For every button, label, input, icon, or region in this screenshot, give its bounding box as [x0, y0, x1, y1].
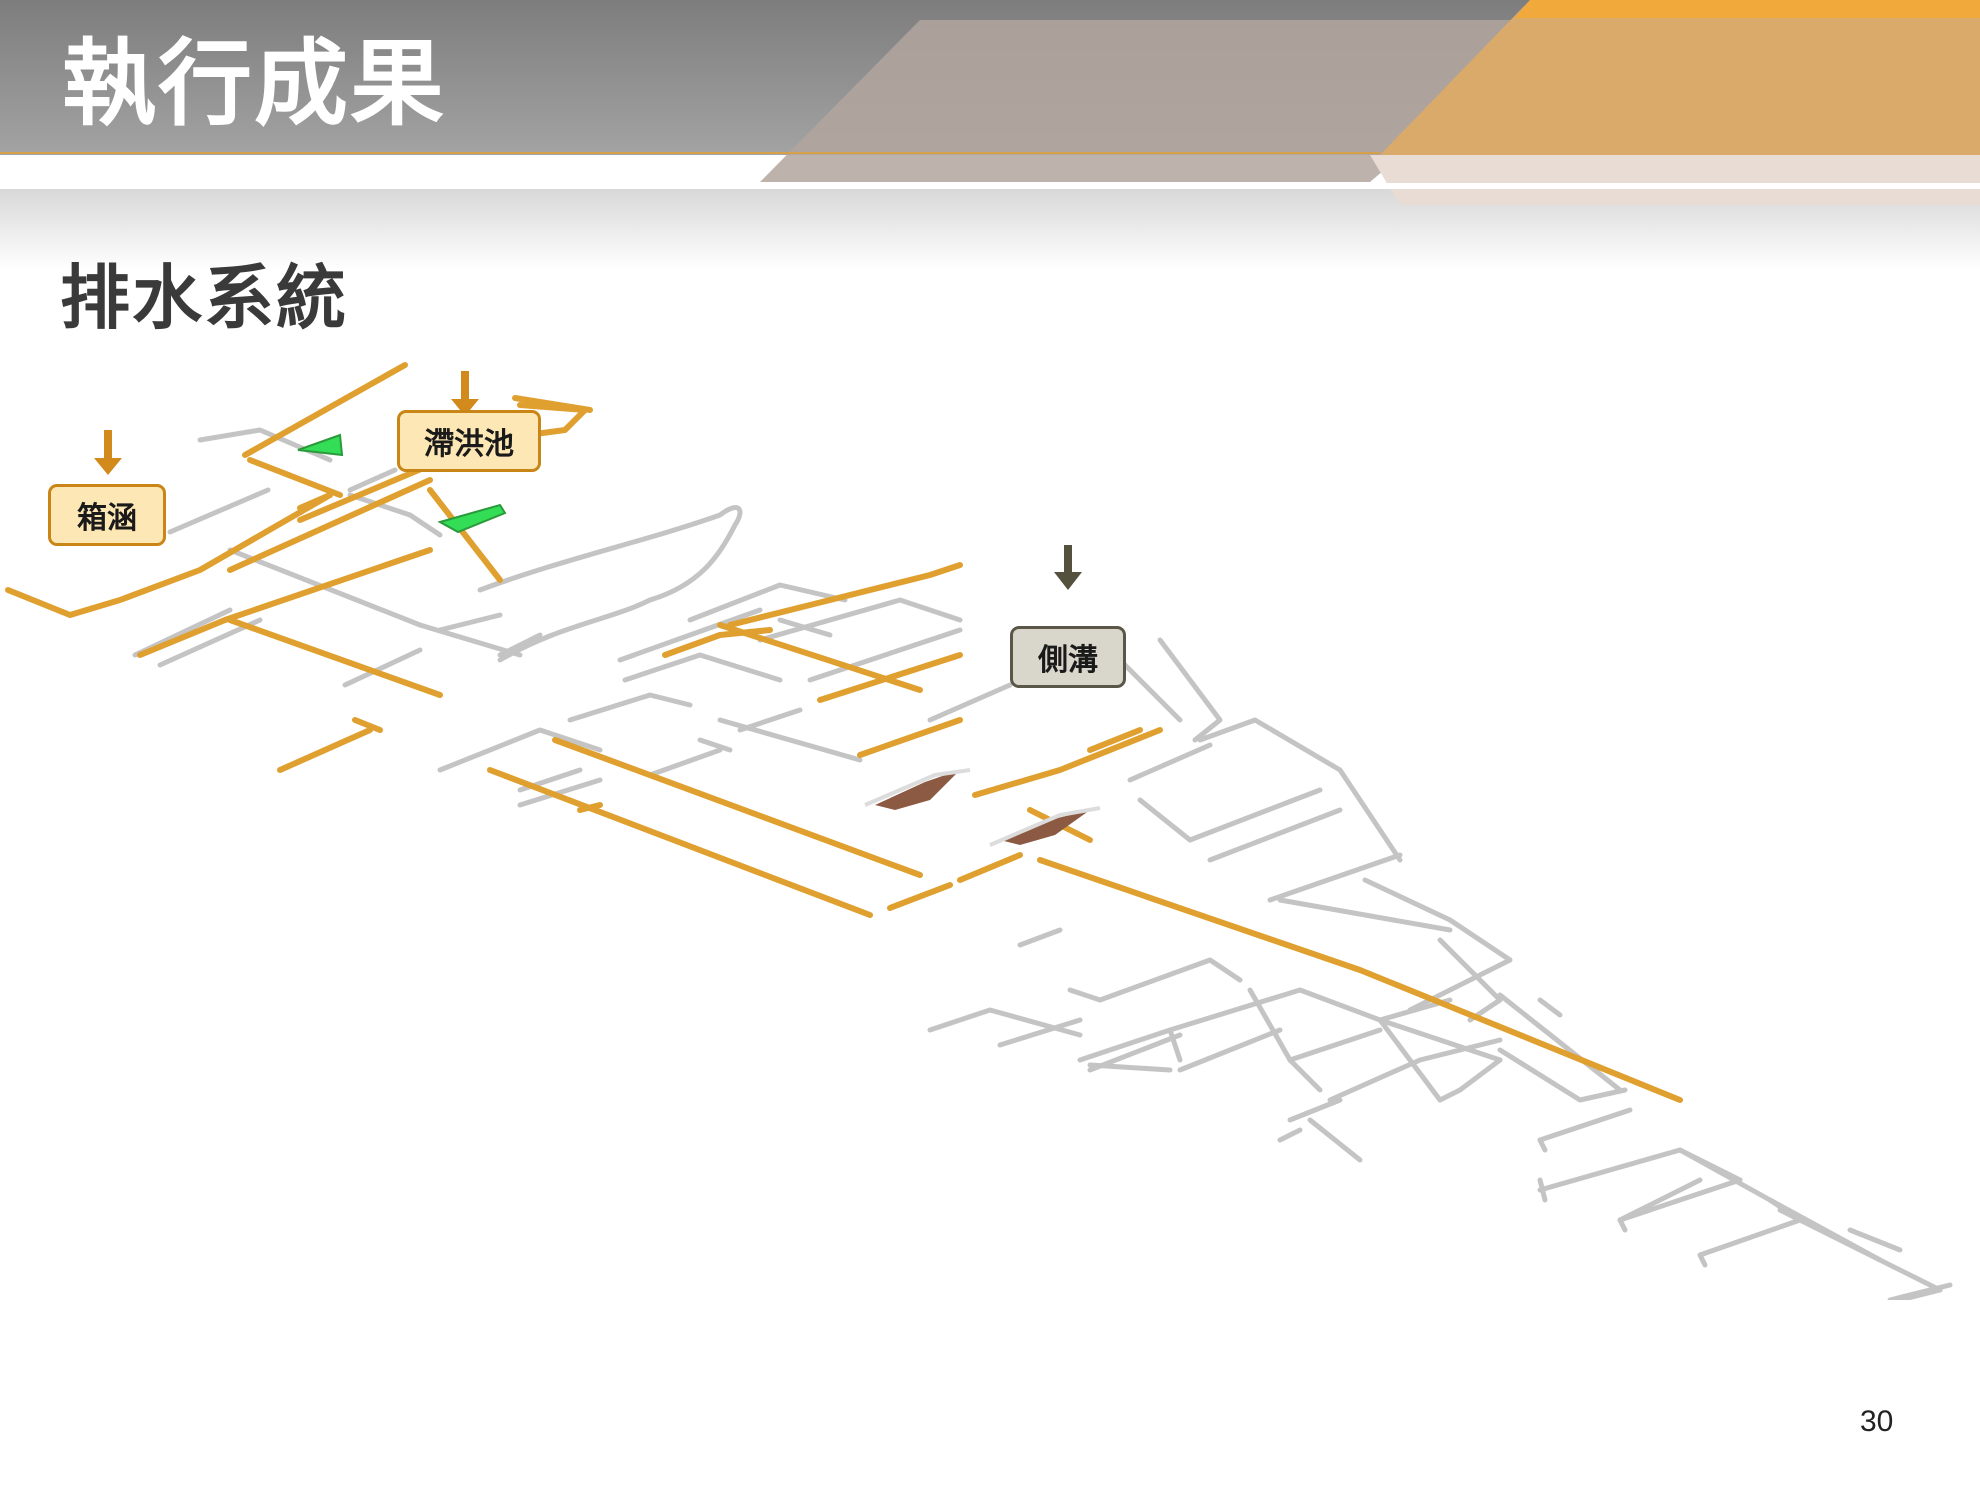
detention-pond-arrow-shaft	[461, 371, 469, 401]
slide-header: 執行成果	[0, 0, 1980, 270]
page-number: 30	[1860, 1405, 1894, 1438]
pump-facility-b	[1000, 810, 1090, 845]
box-culvert-label: 箱涵	[77, 501, 137, 536]
slide-title: 執行成果	[62, 30, 447, 139]
drainage-lines	[5, 362, 1683, 1103]
facility-outline-a	[864, 768, 971, 807]
header-banner-graphic	[0, 0, 1980, 270]
detention-pond-a	[297, 433, 344, 457]
detention-pond-b	[437, 503, 507, 534]
box-culvert-callout: 箱涵	[48, 484, 166, 546]
side-ditch-arrow-head	[1054, 572, 1082, 590]
section-title: 排水系統	[60, 257, 348, 339]
pump-facility-a	[875, 770, 960, 810]
side-ditch-callout: 側溝	[1010, 626, 1126, 688]
detention-pond-arrow-head	[451, 399, 479, 416]
box-culvert-arrow-shaft	[104, 430, 112, 460]
facility-outline-b	[989, 806, 1101, 847]
callout-arrows	[94, 371, 1082, 590]
box-culvert-arrow-head	[94, 458, 122, 475]
drainage-system-diagram	[5, 362, 1953, 1300]
detention-pond-label: 滯洪池	[424, 427, 514, 462]
detention-pond-callout: 滯洪池	[397, 410, 541, 472]
facilities	[297, 433, 1101, 847]
side-ditch-arrow-shaft	[1064, 545, 1072, 575]
side-ditch-label: 側溝	[1038, 643, 1098, 678]
